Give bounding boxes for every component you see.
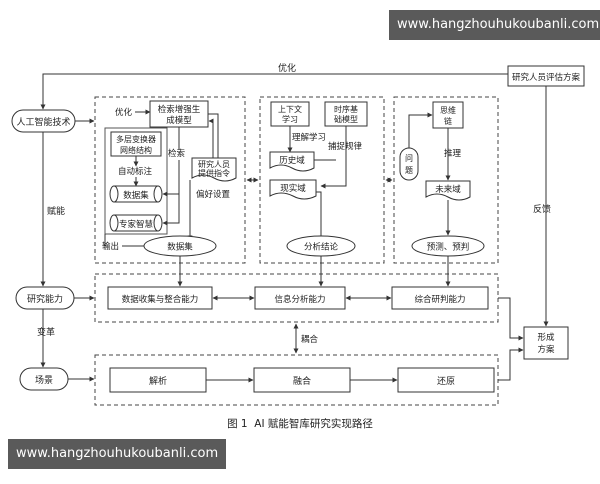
panel-analysis-frame bbox=[259, 96, 385, 264]
plan-box bbox=[523, 326, 569, 360]
reform-label: 变革 bbox=[37, 326, 55, 338]
rag-model-label-2: 成模型 bbox=[166, 115, 192, 126]
future-domain-shape bbox=[425, 180, 471, 201]
abilities-to-plan-line bbox=[498, 297, 524, 341]
rag-model-box bbox=[149, 100, 209, 128]
dataset-small-label: 数据集 bbox=[123, 190, 149, 201]
dataset-big-label: 数据集 bbox=[167, 242, 193, 253]
researcher-box bbox=[191, 157, 237, 182]
timeseries-label-1: 时序基 bbox=[334, 104, 358, 114]
figure-caption: 图 1 AI 赋能智库研究实现路径 bbox=[227, 417, 373, 430]
parse-box bbox=[109, 367, 207, 393]
transformer-label-1: 多层变换器 bbox=[116, 134, 156, 144]
couple-label: 耦合 bbox=[301, 334, 319, 345]
pref-label: 偏好设置 bbox=[196, 189, 231, 200]
predict-label: 预测、预判 bbox=[427, 242, 470, 253]
plan-label-2: 方案 bbox=[537, 344, 555, 355]
judge-box bbox=[391, 286, 489, 310]
top-optimize-label: 优化 bbox=[278, 62, 296, 74]
fuse-label: 融合 bbox=[293, 375, 311, 387]
scene-label: 场景 bbox=[35, 375, 53, 386]
future-label: 未来域 bbox=[435, 184, 461, 195]
timeseries-down-line bbox=[320, 126, 347, 189]
context-label-1: 上下文 bbox=[278, 104, 302, 114]
retrieve-label: 检索 bbox=[168, 148, 185, 159]
output-label: 输出 bbox=[102, 241, 119, 252]
reason-label: 推理 bbox=[444, 148, 462, 159]
history-label: 历史域 bbox=[279, 155, 305, 166]
transformer-group bbox=[104, 127, 168, 235]
retrieve-to-dataset-line bbox=[162, 160, 180, 197]
panel-judge-frame bbox=[393, 96, 499, 264]
watermark-bottom: www.hangzhouhukoubanli.com bbox=[8, 439, 227, 469]
question-box bbox=[399, 147, 419, 181]
question-label-1: 问 bbox=[405, 154, 413, 163]
expert-label: 专家智慧 bbox=[119, 219, 154, 230]
timeseries-label-2: 础模型 bbox=[334, 114, 358, 124]
transformer-label-2: 网络结构 bbox=[120, 145, 152, 155]
reality-to-conclusion-line bbox=[316, 191, 324, 241]
reality-domain-shape bbox=[269, 179, 317, 200]
timeseries-box bbox=[324, 101, 368, 127]
chain-label-2: 链 bbox=[444, 116, 452, 126]
research-ability-label: 研究能力 bbox=[27, 293, 63, 305]
chain-box bbox=[432, 101, 464, 129]
researcher-label-2: 提供指令 bbox=[198, 168, 230, 178]
rag-loop-line bbox=[208, 113, 219, 160]
collect-box bbox=[107, 286, 213, 310]
scenes-to-plan-line bbox=[498, 347, 524, 381]
panel1-optimize-label: 优化 bbox=[115, 107, 133, 118]
expert-cylinder bbox=[109, 214, 163, 232]
feedback-label: 反馈 bbox=[533, 203, 551, 215]
restore-label: 还原 bbox=[437, 375, 455, 387]
collect-label: 数据收集与整合能力 bbox=[122, 294, 199, 305]
history-domain-shape bbox=[269, 151, 315, 172]
dataset-small-cylinder bbox=[109, 185, 163, 203]
understand-label: 理解学习 bbox=[292, 132, 326, 143]
context-label-2: 学习 bbox=[282, 114, 298, 124]
parse-label: 解析 bbox=[149, 375, 167, 387]
chain-label-1: 思维 bbox=[440, 105, 456, 115]
judge-label: 综合研判能力 bbox=[414, 294, 465, 305]
question-label-2: 题 bbox=[405, 166, 413, 175]
empower-label: 赋能 bbox=[47, 205, 65, 217]
rag-model-label-1: 检索增强生 bbox=[158, 104, 201, 115]
plan-label-1: 形成 bbox=[537, 332, 555, 343]
analyze-box bbox=[254, 286, 346, 310]
panel-data-frame bbox=[94, 96, 246, 264]
transformer-box bbox=[110, 131, 162, 157]
retrieve-to-expert-line bbox=[162, 194, 180, 226]
auto-label: 自动标注 bbox=[118, 166, 153, 177]
context-box bbox=[270, 101, 310, 127]
evaluator-label: 研究人员评估方案 bbox=[512, 72, 581, 83]
researcher-label-1: 研究人员 bbox=[198, 159, 230, 169]
restore-box bbox=[397, 367, 495, 393]
conclusion-label: 分析结论 bbox=[304, 242, 339, 253]
optimize-loop-line bbox=[40, 73, 508, 110]
fuse-box bbox=[253, 367, 351, 393]
reality-label: 现实域 bbox=[280, 183, 306, 194]
researcher-to-rag-line bbox=[208, 118, 214, 158]
analyze-label: 信息分析能力 bbox=[274, 294, 325, 305]
question-to-chain-line bbox=[408, 112, 433, 148]
ai-tech-label: 人工智能技术 bbox=[16, 116, 70, 128]
watermark-top: www.hangzhouhukoubanli.com bbox=[389, 10, 600, 40]
capture-label: 捕捉规律 bbox=[328, 141, 363, 152]
